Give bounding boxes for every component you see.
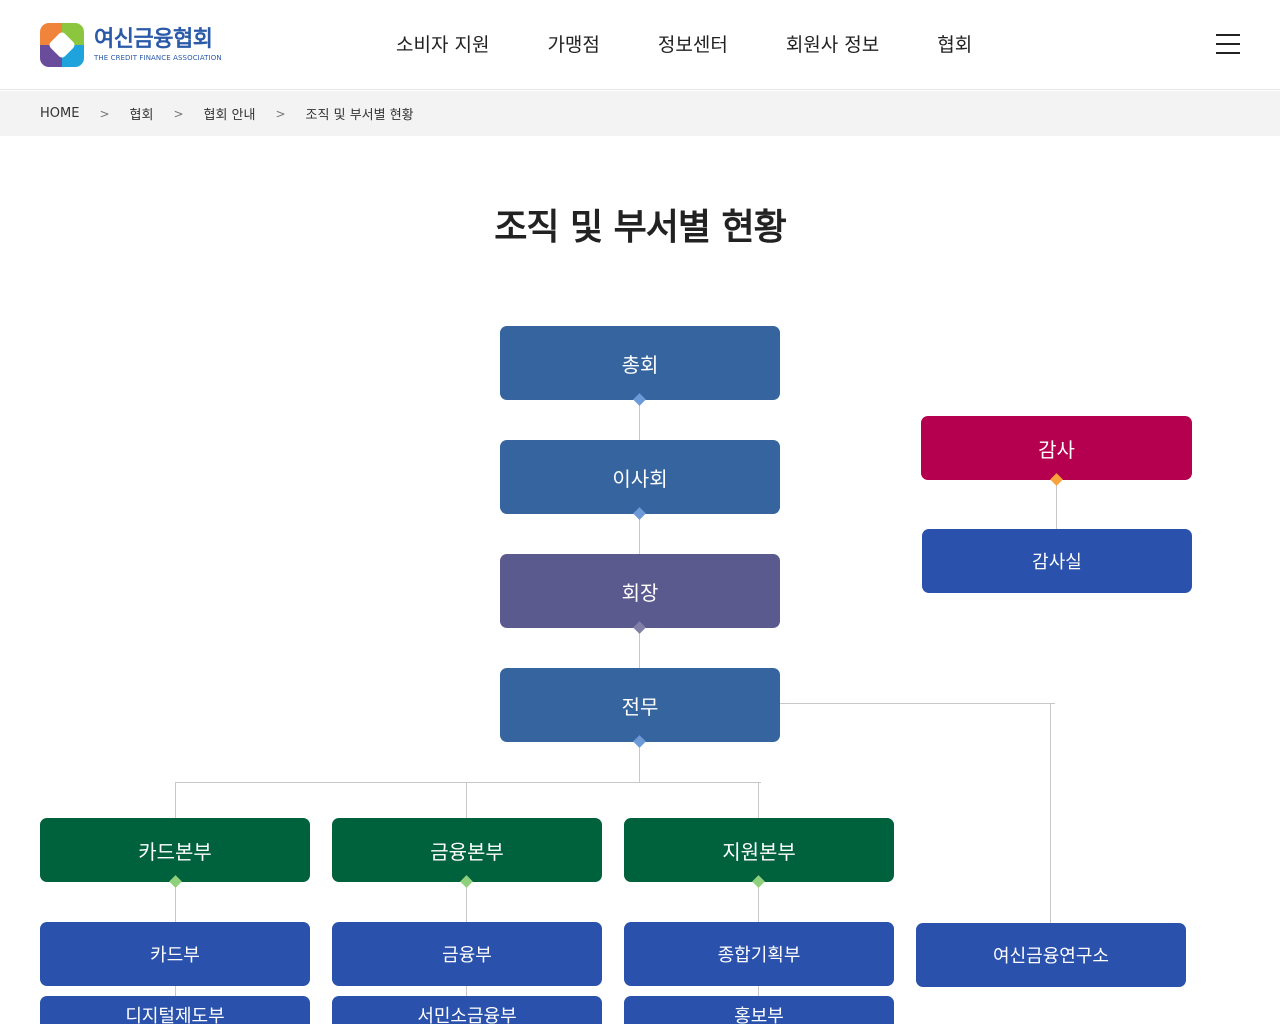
org-box-planning-dept: 종합기획부 <box>624 922 894 986</box>
connector-line <box>758 782 759 818</box>
org-box-microfinance-dept: 서민소금융부 <box>332 996 602 1024</box>
org-box-finance-division: 금융본부 <box>332 818 602 882</box>
breadcrumb-association-guide[interactable]: 협회 안내 <box>203 108 256 123</box>
connector-line <box>639 400 640 440</box>
breadcrumb-current: 조직 및 부서별 현황 <box>305 108 414 123</box>
connector-line <box>758 882 759 922</box>
logo-english-name: THE CREDIT FINANCE ASSOCIATION <box>94 54 222 62</box>
main-nav: 소비자 지원 가맹점 정보센터 회원사 정보 협회 <box>396 28 972 62</box>
org-box-audit-office: 감사실 <box>922 529 1192 593</box>
nav-info-center[interactable]: 정보센터 <box>657 34 728 56</box>
connector-line <box>1056 480 1057 529</box>
nav-consumer-support[interactable]: 소비자 지원 <box>396 34 490 56</box>
connector-line <box>639 742 640 782</box>
chevron-right-icon: > <box>173 106 184 121</box>
connector-line <box>1050 703 1051 923</box>
org-box-digital-policy-dept: 디지털제도부 <box>40 996 310 1024</box>
breadcrumb-home[interactable]: HOME <box>40 106 80 121</box>
connector-line <box>175 782 176 818</box>
connector-line <box>466 882 467 922</box>
connector-line <box>175 882 176 922</box>
org-box-research-institute: 여신금융연구소 <box>916 923 1186 987</box>
org-box-finance-dept: 금융부 <box>332 922 602 986</box>
org-box-chairman: 회장 <box>500 554 780 628</box>
connector-line <box>780 703 1055 704</box>
org-box-card-division: 카드본부 <box>40 818 310 882</box>
chevron-right-icon: > <box>275 106 286 121</box>
org-box-general-meeting: 총회 <box>500 326 780 400</box>
connector-line <box>466 986 467 996</box>
logo-mark-icon <box>40 23 84 67</box>
nav-merchant[interactable]: 가맹점 <box>547 34 600 56</box>
org-box-executive: 전무 <box>500 668 780 742</box>
connector-line <box>639 628 640 668</box>
logo-korean-name: 여신금융협회 <box>94 27 213 52</box>
org-box-board: 이사회 <box>500 440 780 514</box>
org-box-auditor: 감사 <box>921 416 1192 480</box>
page-title: 조직 및 부서별 현황 <box>494 207 787 248</box>
org-box-pr-dept: 홍보부 <box>624 996 894 1024</box>
connector-line <box>466 782 467 818</box>
nav-member-info[interactable]: 회원사 정보 <box>785 34 880 56</box>
connector-line <box>175 986 176 996</box>
site-logo[interactable]: 여신금융협회 THE CREDIT FINANCE ASSOCIATION <box>40 22 230 68</box>
connector-line <box>639 514 640 554</box>
nav-association[interactable]: 협회 <box>937 34 973 56</box>
hamburger-icon[interactable] <box>1216 34 1240 54</box>
connector-line <box>175 782 761 783</box>
org-box-support-division: 지원본부 <box>624 818 894 882</box>
site-header: 여신금융협회 THE CREDIT FINANCE ASSOCIATION 소비… <box>0 0 1280 90</box>
breadcrumb: HOME > 협회 > 협회 안내 > 조직 및 부서별 현황 <box>0 91 1280 136</box>
chevron-right-icon: > <box>99 106 110 121</box>
connector-line <box>758 986 759 996</box>
breadcrumb-association[interactable]: 협회 <box>129 108 154 123</box>
org-box-card-dept: 카드부 <box>40 922 310 986</box>
